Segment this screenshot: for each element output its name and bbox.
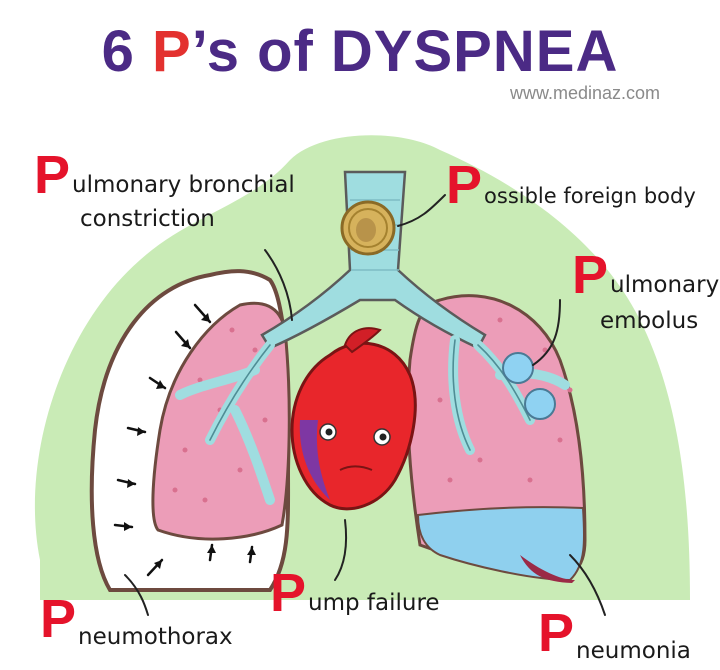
embolus-icon — [502, 352, 534, 384]
label-pump-failure: P ump failure — [270, 566, 440, 620]
label-initial: P — [270, 563, 307, 623]
heart-icon — [290, 341, 417, 511]
label-pneumonia: P neumonia — [538, 603, 691, 664]
title-number: 6 — [101, 19, 135, 84]
label-text: ump failure — [308, 590, 440, 616]
label-text: neumothorax — [78, 624, 233, 650]
label-initial: P — [34, 145, 71, 205]
label-foreign-body: P ossible foreign body — [446, 158, 696, 212]
page-title: 6 P’s of DYSPNEA — [0, 18, 720, 85]
label-initial: P — [446, 155, 483, 215]
embolus-icon — [524, 388, 556, 420]
website-url: www.medinaz.com — [509, 83, 660, 103]
label-initial: P — [572, 245, 609, 305]
title-rest: ’s of DYSPNEA — [191, 19, 619, 84]
label-text-line2: constriction — [80, 206, 215, 232]
label-text: ulmonary bronchial — [72, 172, 295, 198]
label-initial: P — [40, 589, 77, 649]
label-pneumothorax: P neumothorax — [40, 589, 233, 650]
title-p: P — [152, 19, 192, 84]
trachea — [260, 170, 487, 350]
label-text: neumonia — [576, 638, 691, 664]
label-text: ulmonary — [610, 272, 720, 298]
label-text: ossible foreign body — [484, 184, 696, 208]
label-embolus: P ulmonary embolus — [572, 248, 719, 334]
label-pulmonary-bronchial: P ulmonary bronchial constriction — [34, 148, 295, 232]
label-text-line2: embolus — [600, 308, 699, 334]
label-initial: P — [538, 603, 575, 663]
